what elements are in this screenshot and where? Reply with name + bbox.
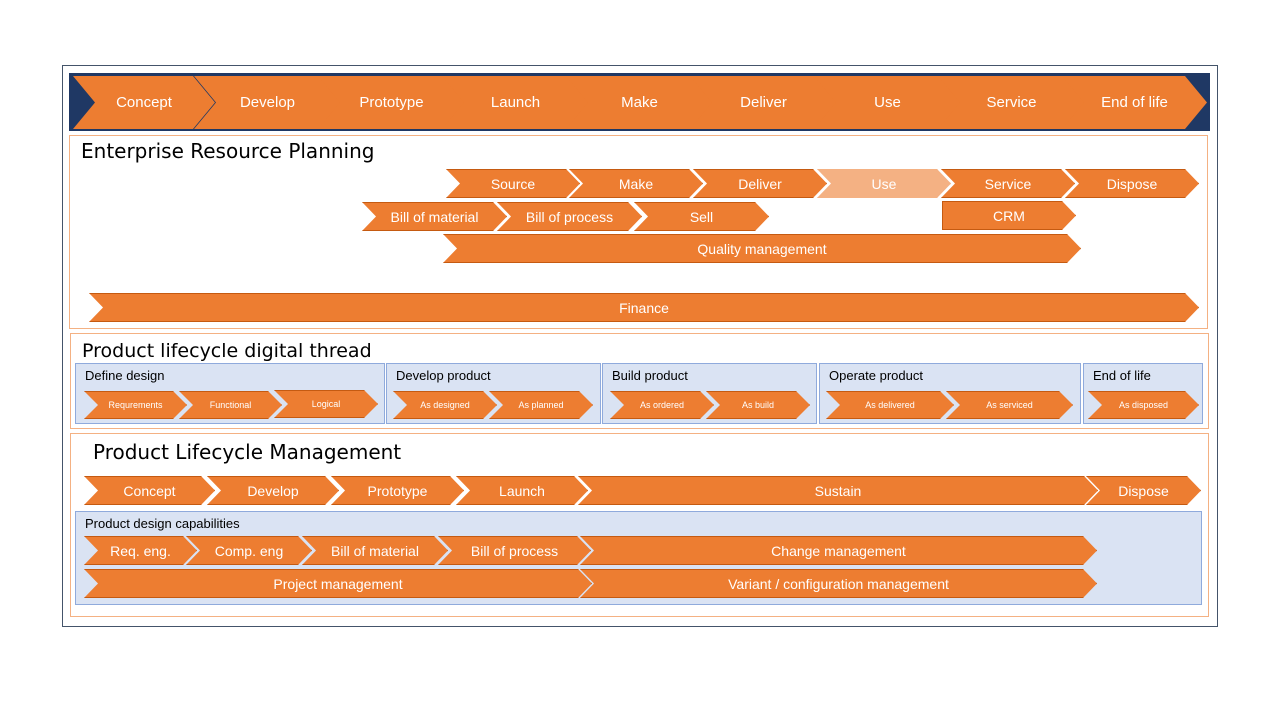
erp-source: Source xyxy=(446,169,580,198)
top-phase-develop: Develop xyxy=(194,76,341,129)
cap-change-management: Change management xyxy=(580,536,1097,565)
thread-as-designed: As designed xyxy=(393,391,497,419)
cap-variant-management: Variant / configuration management xyxy=(580,569,1097,598)
plm-title: Product Lifecycle Management xyxy=(93,440,402,464)
plm-launch: Launch xyxy=(456,476,588,505)
cap-comp-eng: Comp. eng xyxy=(186,536,312,565)
erp-bill-of-process: Bill of process xyxy=(497,202,642,231)
thread-requrements: Requrements xyxy=(84,391,187,419)
thread-as-ordered: As ordered xyxy=(610,391,714,419)
top-phase-make: Make xyxy=(566,76,713,129)
group-title: End of life xyxy=(1093,368,1151,383)
group-title: Develop product xyxy=(396,368,491,383)
cap-project-management: Project management xyxy=(84,569,592,598)
top-phase-deliver: Deliver xyxy=(690,76,837,129)
erp-deliver: Deliver xyxy=(693,169,827,198)
top-phase-service: Service xyxy=(938,76,1085,129)
erp-bill-of-material: Bill of material xyxy=(362,202,507,231)
plm-develop: Develop xyxy=(207,476,339,505)
plm-prototype: Prototype xyxy=(331,476,464,505)
erp-make: Make xyxy=(569,169,703,198)
cap-bill-of-process: Bill of process xyxy=(438,536,591,565)
erp-use: Use xyxy=(817,169,951,198)
thread-title: Product lifecycle digital thread xyxy=(82,340,372,362)
erp-finance: Finance xyxy=(89,293,1199,322)
erp-dispose: Dispose xyxy=(1065,169,1199,198)
erp-crm: CRM xyxy=(942,201,1076,230)
top-phase-prototype: Prototype xyxy=(318,76,465,129)
erp-quality-management: Quality management xyxy=(443,234,1081,263)
erp-service: Service xyxy=(941,169,1075,198)
plm-sustain: Sustain xyxy=(578,476,1098,505)
plm-concept: Concept xyxy=(84,476,215,505)
group-title: Operate product xyxy=(829,368,923,383)
capabilities-title: Product design capabilities xyxy=(85,516,240,531)
plm-dispose: Dispose xyxy=(1086,476,1201,505)
thread-as-build: As build xyxy=(706,391,810,419)
thread-as-delivered: As delivered xyxy=(826,391,954,419)
thread-as-planned: As planned xyxy=(489,391,593,419)
cap-bill-of-material: Bill of material xyxy=(302,536,448,565)
erp-title: Enterprise Resource Planning xyxy=(81,139,375,163)
erp-sell: Sell xyxy=(634,202,769,231)
group-title: Define design xyxy=(85,368,165,383)
group-title: Build product xyxy=(612,368,688,383)
thread-logical: Logical xyxy=(274,390,378,418)
top-phase-use: Use xyxy=(814,76,961,129)
cap-req-eng: Req. eng. xyxy=(84,536,197,565)
thread-functional: Functional xyxy=(179,391,282,419)
top-phase-launch: Launch xyxy=(442,76,589,129)
thread-as-serviced: As serviced xyxy=(946,391,1073,419)
thread-as-disposed: As disposed xyxy=(1088,391,1199,419)
